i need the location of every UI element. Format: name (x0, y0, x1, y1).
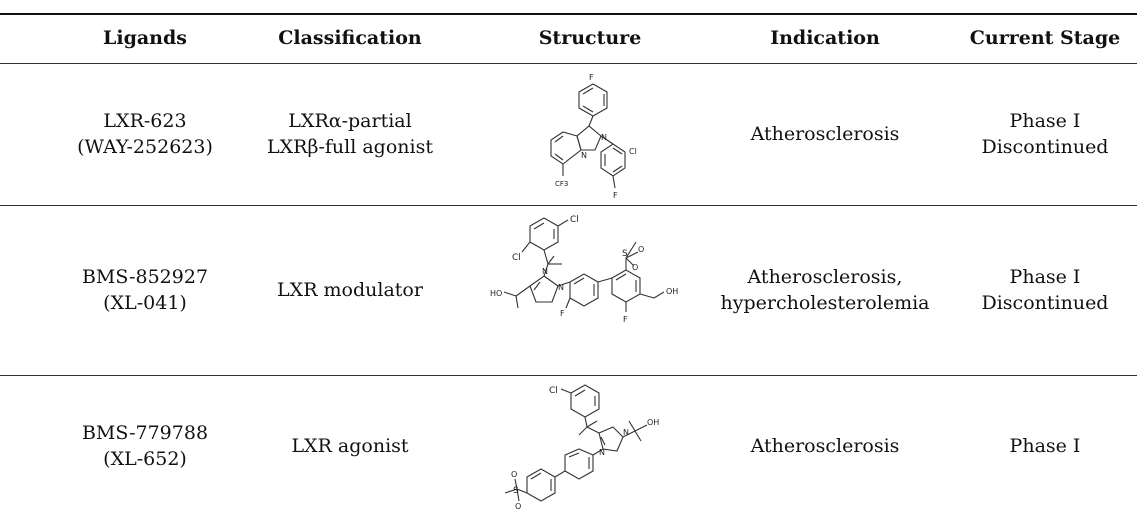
row1-structure-image: F N N Cl CF3 F (515, 72, 665, 207)
indication-line: Atherosclerosis (750, 435, 900, 457)
ligand-alias: (XL-041) (103, 292, 187, 314)
atom-label: O (511, 470, 517, 479)
row1-ligand: LXR-623 (WAY-252623) (45, 64, 245, 204)
table-top-rule (0, 13, 1137, 15)
atom-label: F (613, 191, 618, 200)
header-structure: Structure (538, 27, 642, 49)
header-classification: Classification (278, 27, 422, 49)
row-divider (0, 205, 1137, 206)
atom-label: O (638, 245, 644, 254)
stage-line: Phase I (1009, 435, 1081, 457)
atom-label: N (599, 448, 605, 457)
row2-structure-image: Cl Cl N N HO F S O O OH F (478, 212, 698, 372)
ligand-alias: (WAY-252623) (77, 136, 213, 158)
atom-label: N (601, 133, 607, 142)
atom-label: F (623, 315, 628, 324)
atom-label: Cl (512, 253, 521, 263)
row2-classification: LXR modulator (250, 206, 450, 374)
header-rule (0, 63, 1137, 64)
header-current-stage: Current Stage (969, 27, 1121, 49)
row3-ligand: BMS-779788 (XL-652) (45, 376, 245, 516)
atom-label: Cl (570, 215, 579, 225)
atom-label: Cl (629, 147, 637, 156)
ligand-name: LXR-623 (103, 110, 187, 132)
stage-line: Discontinued (981, 292, 1109, 314)
atom-label: OH (647, 418, 659, 427)
ligand-alias: (XL-652) (103, 448, 187, 470)
classification-line: LXRα-partial (288, 110, 412, 132)
atom-label: O (632, 263, 638, 272)
row3-indication: Atherosclerosis (715, 376, 935, 516)
classification-line: LXRβ-full agonist (267, 136, 433, 158)
row1-classification: LXRα-partial LXRβ-full agonist (250, 64, 450, 204)
classification-line: LXR modulator (277, 279, 423, 301)
row2-indication: Atherosclerosis, hypercholesterolemia (715, 206, 935, 374)
row3-structure-image: Cl N N OH S O O (495, 383, 685, 513)
atom-label: CF3 (555, 180, 568, 188)
atom-label: O (515, 502, 521, 511)
atom-label: HO (490, 289, 502, 298)
atom-label: S (513, 486, 519, 496)
atom-label: F (589, 73, 594, 82)
row1-stage: Phase I Discontinued (953, 64, 1137, 204)
atom-label: N (542, 267, 548, 276)
ligand-name: BMS-779788 (81, 422, 209, 444)
stage-line: Phase I (1009, 266, 1081, 288)
indication-line: Atherosclerosis (750, 123, 900, 145)
header-ligands: Ligands (103, 27, 187, 49)
classification-line: LXR agonist (291, 435, 409, 457)
atom-label: N (581, 151, 587, 160)
atom-label: OH (666, 287, 678, 296)
row3-classification: LXR agonist (250, 376, 450, 516)
row2-stage: Phase I Discontinued (953, 206, 1137, 374)
header-indication: Indication (770, 27, 880, 49)
atom-label: S (622, 249, 628, 259)
ligand-name: BMS-852927 (81, 266, 209, 288)
indication-line: Atherosclerosis, (747, 266, 903, 288)
row-divider (0, 375, 1137, 376)
stage-line: Discontinued (981, 136, 1109, 158)
atom-label: F (560, 309, 565, 318)
indication-line: hypercholesterolemia (720, 292, 930, 314)
row2-ligand: BMS-852927 (XL-041) (45, 206, 245, 374)
row1-indication: Atherosclerosis (715, 64, 935, 204)
row3-stage: Phase I (953, 376, 1137, 516)
atom-label: Cl (549, 386, 558, 396)
atom-label: N (623, 428, 629, 437)
atom-label: N (558, 283, 564, 292)
stage-line: Phase I (1009, 110, 1081, 132)
